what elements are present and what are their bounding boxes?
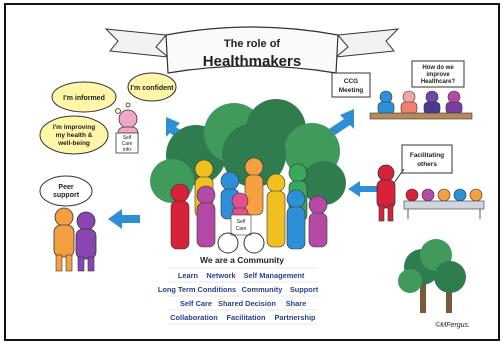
kw-facilitation: Facilitation bbox=[226, 313, 265, 322]
thought-improving-line1: I'm improving bbox=[53, 124, 95, 131]
facilitator-person bbox=[376, 164, 405, 222]
thought-informed: I'm informed bbox=[51, 81, 117, 113]
thought-confident-text: I'm confident bbox=[130, 85, 174, 92]
facilitating-board: Facilitating others bbox=[401, 144, 453, 174]
meeting-table-people bbox=[369, 90, 473, 120]
wheelchair-person: Self Care bbox=[217, 192, 265, 254]
improve-line3: Healthcare? bbox=[421, 79, 456, 85]
peer-line1: Peer bbox=[58, 184, 73, 191]
title-banner: The role of Healthmakers bbox=[104, 26, 400, 74]
thought-confident: I'm confident bbox=[127, 72, 177, 102]
kw-support: Support bbox=[290, 285, 319, 294]
info-sign-line1: Self bbox=[123, 135, 132, 141]
signature: ©MFergus. bbox=[435, 321, 470, 329]
kw-share: Share bbox=[286, 299, 307, 308]
kw-learn: Learn bbox=[178, 271, 199, 280]
kw-partnership: Partnership bbox=[274, 313, 316, 322]
healthmakers-illustration: The role of Healthmakers I'm informed I'… bbox=[39, 26, 485, 329]
peer-line2: support bbox=[53, 192, 80, 199]
peer-support-people bbox=[53, 207, 97, 272]
arrow-up-right-icon bbox=[326, 109, 354, 137]
ccg-line1: CCG bbox=[344, 78, 358, 85]
kw-self-care: Self Care bbox=[180, 299, 212, 308]
banner-line2: Healthmakers bbox=[203, 53, 301, 70]
kw-collaboration: Collaboration bbox=[170, 313, 218, 322]
selfcare-sign-line2: Care bbox=[236, 226, 247, 232]
kw-network: Network bbox=[206, 271, 236, 280]
thought-improving-line2: my health & bbox=[56, 132, 93, 139]
selfcare-sign-line1: Self bbox=[237, 219, 246, 225]
thought-peer-support: Peer support bbox=[39, 175, 93, 207]
kw-self-management: Self Management bbox=[244, 271, 305, 280]
thought-improving-line3: well-being bbox=[57, 140, 90, 147]
community-title: We are a Community bbox=[200, 255, 284, 265]
thought-informed-text: I'm informed bbox=[63, 95, 105, 102]
trees-bottom-right-icon bbox=[398, 239, 466, 313]
kw-community: Community bbox=[242, 285, 284, 294]
banner-line1: The role of bbox=[224, 38, 281, 50]
improve-line2: improve bbox=[426, 72, 450, 78]
audience-row bbox=[403, 188, 485, 219]
ccg-meeting-sign: CCG Meeting bbox=[331, 72, 371, 98]
arrow-left-icon bbox=[108, 209, 140, 229]
facilitating-line1: Facilitating bbox=[410, 152, 444, 159]
thought-improving: I'm improving my health & well-being bbox=[39, 115, 109, 155]
community-keywords: We are a Community Learn Network Self Ma… bbox=[158, 255, 319, 325]
arrow-right-icon bbox=[348, 181, 384, 197]
kw-shared-decision: Shared Decision bbox=[218, 299, 276, 308]
person-self-care-info: Self Care info bbox=[115, 109, 139, 154]
improve-healthcare-sign: How do we improve Healthcare? bbox=[411, 60, 465, 88]
info-sign-line2: Care bbox=[122, 141, 133, 147]
info-sign-line3: info bbox=[123, 147, 131, 153]
ccg-line2: Meeting bbox=[339, 87, 364, 94]
improve-line1: How do we bbox=[422, 65, 454, 71]
community-people bbox=[170, 157, 328, 250]
kw-long-term-conditions: Long Term Conditions bbox=[158, 285, 236, 294]
facilitating-line2: others bbox=[417, 161, 437, 168]
community-trees bbox=[150, 99, 346, 205]
illustration-frame: The role of Healthmakers I'm informed I'… bbox=[4, 3, 500, 341]
